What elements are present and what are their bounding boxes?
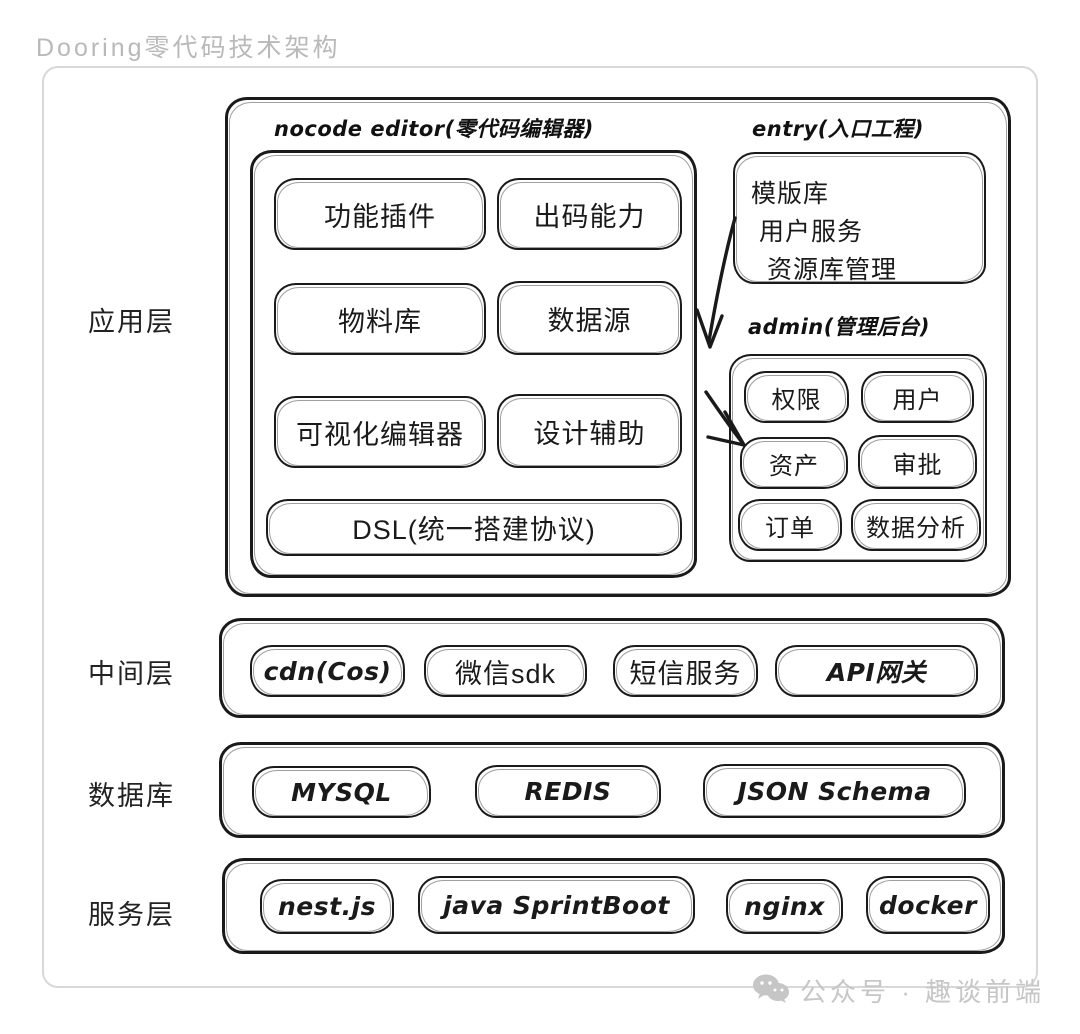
item-label: nest.js [277, 892, 377, 921]
admin-module-用户[interactable]: 用户 [861, 371, 974, 423]
module-label: 功能插件 [324, 201, 436, 232]
diagram-frame [42, 66, 1038, 988]
module-label: 订单 [765, 514, 815, 542]
database-item-redis[interactable]: REDIS [475, 765, 661, 818]
admin-module-审批[interactable]: 审批 [858, 435, 977, 489]
module-出码能力[interactable]: 出码能力 [497, 178, 682, 250]
admin-module-资产[interactable]: 资产 [740, 437, 848, 489]
module-label: 可视化编辑器 [296, 419, 464, 450]
admin-module-订单[interactable]: 订单 [738, 499, 842, 551]
item-label: 微信sdk [454, 658, 557, 689]
item-label: java SprintBoot [443, 890, 670, 920]
service-item-springboot[interactable]: java SprintBoot [418, 876, 695, 934]
item-label: docker [879, 890, 977, 920]
database-item-mysql[interactable]: MYSQL [252, 766, 431, 818]
item-label: MYSQL [291, 777, 392, 807]
middleware-item-api-gateway[interactable]: API网关 [775, 645, 978, 697]
module-label: 数据源 [547, 305, 632, 336]
entry-item-2: 资源库管理 [767, 256, 898, 284]
admin-caption: admin(管理后台) [748, 315, 930, 339]
module-label: 设计辅助 [533, 418, 646, 449]
admin-module-权限[interactable]: 权限 [744, 371, 849, 423]
item-label: REDIS [524, 777, 612, 806]
layer-label-application: 应用层 [88, 307, 175, 337]
item-label: nginx [744, 892, 825, 921]
entry-item-0: 模版库 [751, 180, 830, 208]
module-label: 资产 [769, 452, 819, 480]
entry-group[interactable] [733, 152, 986, 284]
layer-label-middleware: 中间层 [88, 659, 175, 689]
module-label: 出码能力 [533, 201, 646, 232]
item-label: cdn(Cos) [263, 656, 392, 686]
nocode-editor-caption: nocode editor(零代码编辑器) [274, 117, 594, 141]
module-dsl[interactable]: DSL(统一搭建协议) [266, 499, 682, 556]
service-item-nestjs[interactable]: nest.js [260, 879, 394, 934]
admin-module-数据分析[interactable]: 数据分析 [851, 499, 981, 551]
module-label: 审批 [892, 451, 943, 479]
layer-label-service: 服务层 [88, 900, 175, 930]
layer-label-database: 数据库 [88, 781, 175, 811]
middleware-item-wechat-sdk[interactable]: 微信sdk [424, 645, 587, 697]
module-label: DSL(统一搭建协议) [352, 515, 596, 545]
module-物料库[interactable]: 物料库 [274, 283, 486, 355]
module-可视化编辑器[interactable]: 可视化编辑器 [274, 396, 486, 468]
entry-item-1: 用户服务 [759, 218, 864, 246]
watermark-text: 公众号 · 趣谈前端 [800, 977, 1046, 1007]
middleware-item-cdn[interactable]: cdn(Cos) [250, 645, 405, 697]
item-label: API网关 [826, 658, 927, 687]
module-label: 数据分析 [866, 514, 966, 542]
module-设计辅助[interactable]: 设计辅助 [497, 394, 682, 468]
entry-caption: entry(入口工程) [752, 117, 924, 141]
module-label: 物料库 [338, 306, 422, 337]
item-label: JSON Schema [737, 776, 932, 806]
service-item-docker[interactable]: docker [866, 876, 990, 934]
module-数据源[interactable]: 数据源 [497, 281, 682, 355]
database-item-json-schema[interactable]: JSON Schema [703, 764, 966, 818]
watermark: 公众号 · 趣谈前端 [752, 972, 1045, 1009]
item-label: 短信服务 [629, 658, 742, 689]
page-title: Dooring零代码技术架构 [36, 34, 341, 62]
middleware-item-sms[interactable]: 短信服务 [613, 645, 758, 697]
module-label: 权限 [771, 386, 822, 414]
service-item-nginx[interactable]: nginx [726, 879, 843, 934]
wechat-icon [752, 973, 790, 1008]
module-label: 用户 [892, 386, 943, 414]
module-功能插件[interactable]: 功能插件 [274, 178, 486, 250]
